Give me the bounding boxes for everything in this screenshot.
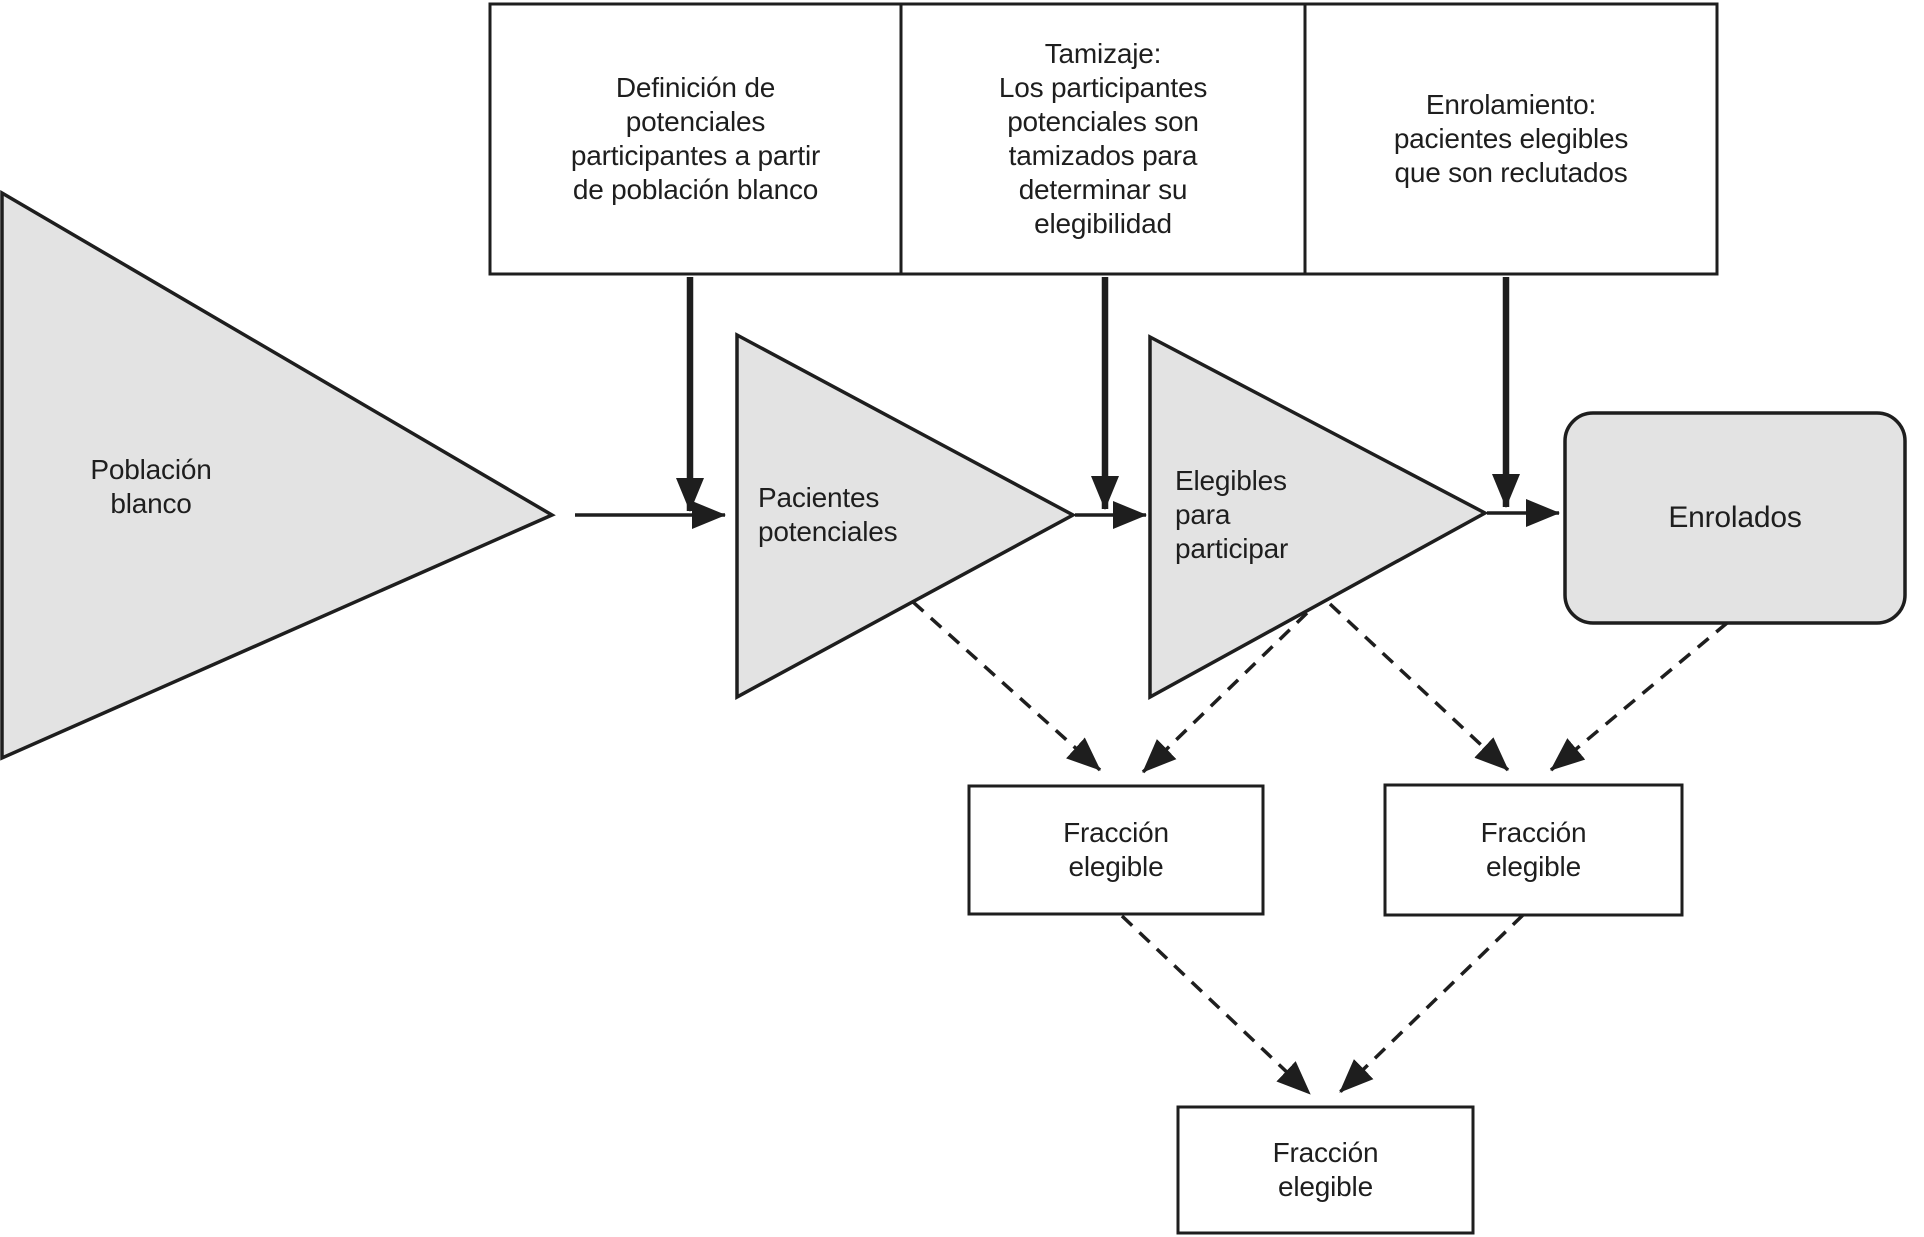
dashed-arrow-eligible-to-fraction2 [1328,602,1510,772]
eligible-fraction-label-2: Fracción elegible [1480,817,1587,882]
dashed-arrow-fraction2-to-fraction3 [1338,913,1525,1094]
enrollment-box [1303,2,1719,276]
potential-patients-triangle [735,332,1077,700]
eligible-fraction-box-2 [1383,783,1684,917]
eligible-fraction-label-3: Fracción elegible [1272,1137,1379,1202]
eligible-fraction-box-3 [1176,1105,1475,1235]
eligible-fraction-box-1 [967,784,1265,916]
dashed-arrow-potential-to-fraction1 [911,600,1102,772]
enrolled-label: Enrolados [1668,501,1802,534]
screening-box [899,2,1307,276]
eligible-triangle [1148,334,1489,700]
dashed-arrow-fraction1-to-fraction3 [1120,914,1312,1096]
potential-patients-label: Pacientes potenciales [758,482,898,547]
enrolled-box [1563,411,1907,625]
definition-box-label: Definición de potenciales participantes … [570,72,821,205]
enrollment-box-label: Enrolamiento: pacientes elegibles que so… [1393,89,1629,188]
definition-box [488,2,903,276]
eligible-fraction-label-1: Fracción elegible [1063,817,1169,882]
target-population-label: Población blanco [90,454,212,519]
dashed-arrow-enrolled-to-fraction2 [1549,621,1729,772]
target-population-triangle [0,189,556,761]
screening-box-label: Tamizaje: Los participantes potenciales … [998,38,1208,239]
eligible-label: Elegibles para participar [1175,465,1289,564]
